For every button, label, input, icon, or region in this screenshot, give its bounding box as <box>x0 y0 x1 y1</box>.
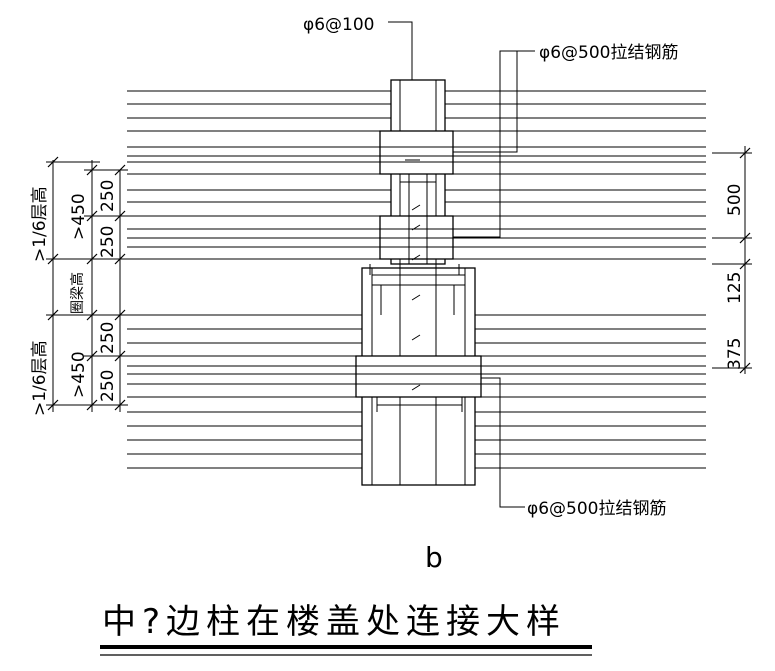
drawing-title: 中?边柱在楼盖处连接大样 <box>102 602 566 642</box>
lower-tie-band <box>355 355 482 398</box>
label-top-stirrup: φ6@100 <box>303 15 374 35</box>
leader-tie-lower <box>481 377 525 508</box>
lower-column <box>355 264 482 486</box>
leader-top-stirrup <box>388 21 413 80</box>
label-tie-lower: φ6@500拉结钢筋 <box>527 499 666 519</box>
dim-125: 125 <box>725 272 745 304</box>
dim-story-upper: >1/6层高 <box>30 186 50 262</box>
detail-mark: b <box>425 541 443 574</box>
dim-500: 500 <box>725 184 745 216</box>
dim-250-d: 250 <box>98 370 118 402</box>
dim-250-b: 250 <box>98 226 118 258</box>
leader-tie-upper <box>453 50 535 238</box>
dim-min450-upper: >450 <box>69 193 89 240</box>
upper-column <box>379 79 454 265</box>
dim-250-a: 250 <box>98 180 118 212</box>
dim-min450-lower: >450 <box>69 351 89 398</box>
dim-story-lower: >1/6层高 <box>30 340 50 416</box>
upper-tie-band-1 <box>379 130 454 175</box>
dim-250-c: 250 <box>98 322 118 354</box>
right-dimension-lines <box>712 146 752 374</box>
dim-375: 375 <box>725 338 745 370</box>
left-dimension-lines <box>46 156 128 412</box>
label-tie-upper: φ6@500拉结钢筋 <box>539 43 678 63</box>
dim-beam-height: 圈梁高 <box>69 272 86 314</box>
